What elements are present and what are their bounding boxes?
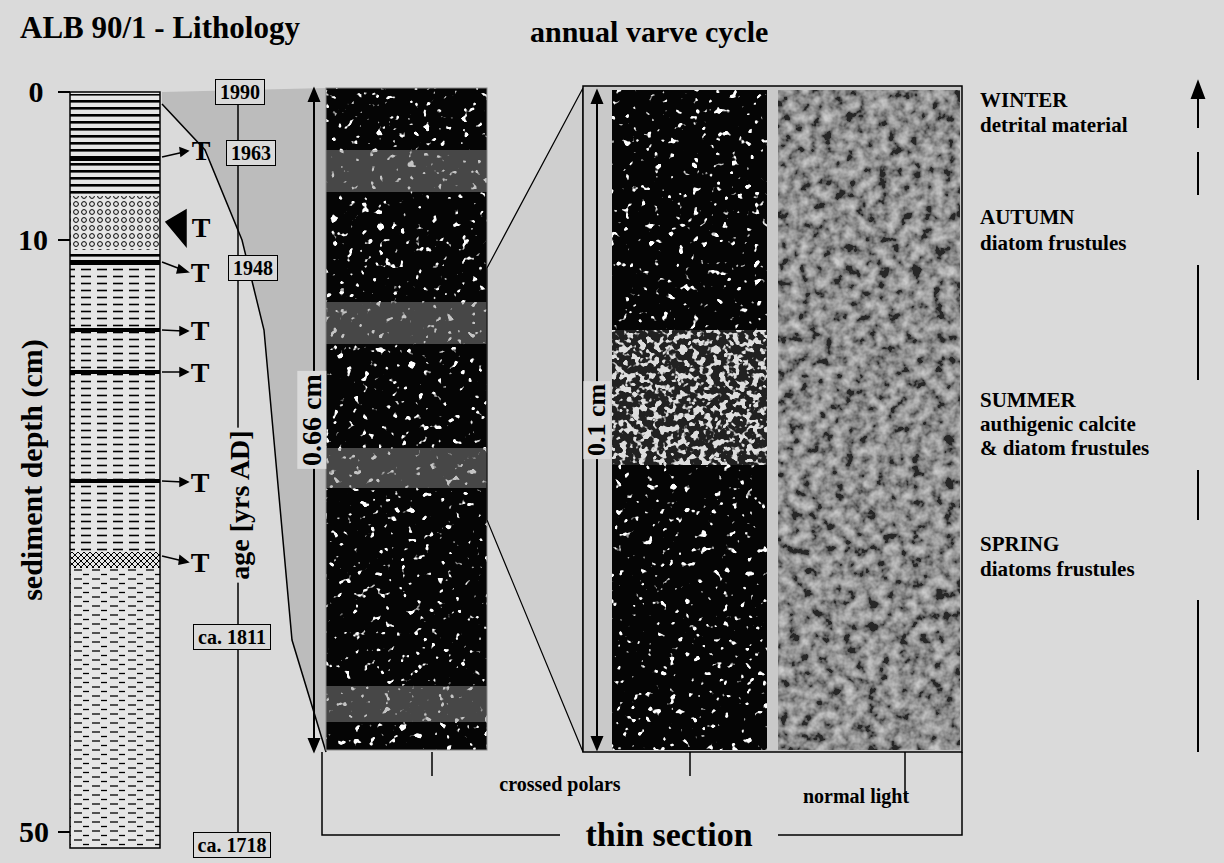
season-name: WINTER xyxy=(980,89,1068,111)
season-content: diatom frustules xyxy=(980,232,1126,254)
season-name: AUTUMN xyxy=(980,206,1075,228)
axis-title: sediment depth (cm) xyxy=(16,339,48,601)
tephra-marker: T xyxy=(192,213,211,242)
normal-light-photo xyxy=(778,90,960,750)
bracket-label: normal light xyxy=(803,786,909,807)
tephra-marker: T xyxy=(191,258,210,287)
scale-label: 0.66 cm xyxy=(297,371,326,469)
crossed-polars-photo xyxy=(612,90,767,750)
age-label: ca. 1811 xyxy=(198,626,266,648)
depth-ticks xyxy=(58,92,70,832)
tephra-marker: T xyxy=(191,548,210,577)
tephra-marker: T xyxy=(191,468,210,497)
season-arrow xyxy=(1192,82,1204,752)
scale-label: 0.1 cm xyxy=(583,381,610,459)
season-content: detrital material xyxy=(980,114,1128,136)
thin-section-photo xyxy=(326,88,487,750)
tick-label: 50 xyxy=(19,816,49,848)
age-label: 1963 xyxy=(231,142,271,164)
season-content: authigenic calcite xyxy=(980,413,1136,435)
season-content: diatoms frustules xyxy=(980,558,1135,580)
season-content: & diatom frustules xyxy=(980,437,1149,459)
age-label: 1990 xyxy=(220,81,260,103)
zoom-lines xyxy=(487,88,583,752)
tick-label: 0 xyxy=(29,76,44,108)
tephra-marker: T xyxy=(192,136,211,165)
age-label: ca. 1718 xyxy=(198,834,267,856)
age-box: 1948 xyxy=(228,255,278,281)
season-name: SPRING xyxy=(980,533,1059,555)
season-name: SUMMER xyxy=(980,389,1076,411)
tephra-marker: T xyxy=(191,316,210,345)
thin-section-frame xyxy=(583,86,962,752)
tephra-markers xyxy=(162,148,188,564)
age-box: 1963 xyxy=(226,140,276,166)
age-label: 1948 xyxy=(233,257,273,279)
axis-title: age [yrs AD] xyxy=(225,427,254,582)
tick-label: 10 xyxy=(18,224,48,256)
age-box: 1990 xyxy=(215,79,265,105)
bracket-label: crossed polars xyxy=(499,774,620,795)
age-box: ca. 1811 xyxy=(193,624,271,650)
title: ALB 90/1 - Lithology xyxy=(20,12,300,45)
heading: annual varve cycle xyxy=(530,16,768,48)
age-curve xyxy=(162,104,326,752)
lithology-column xyxy=(70,92,160,848)
tephra-marker: T xyxy=(191,358,210,387)
bracket-label: thin section xyxy=(585,817,752,853)
zoom-funnel xyxy=(162,88,326,752)
age-box: ca. 1718 xyxy=(193,832,272,858)
